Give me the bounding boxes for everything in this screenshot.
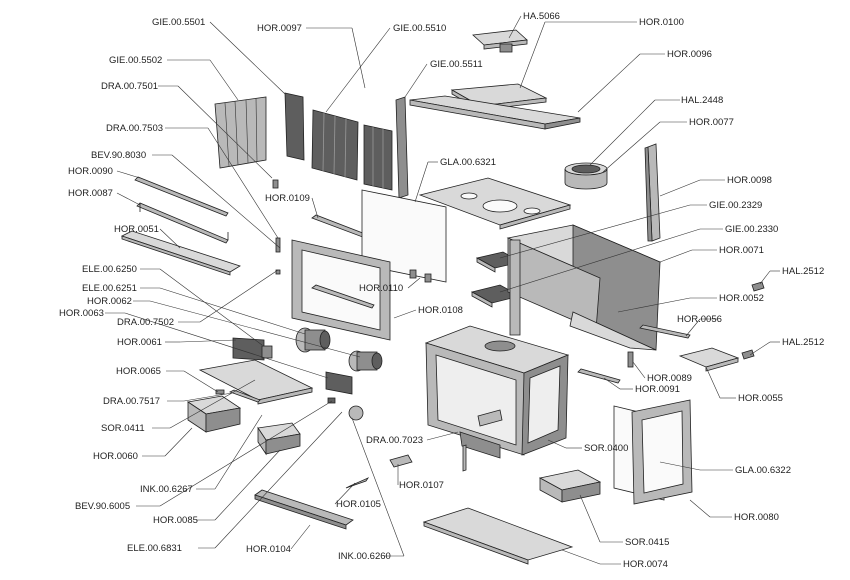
label-gie-00-5502: GIE.00.5502: [109, 55, 162, 66]
label-gie-00-2330: GIE.00.2330: [725, 224, 778, 235]
label-sor-0411: SOR.0411: [101, 423, 145, 434]
part-hor-0085: [257, 422, 301, 456]
part-hor-0087: [136, 202, 229, 244]
part-sor-0415: [538, 469, 602, 503]
part-hor-0065: [215, 389, 225, 395]
part-hor-0074: [422, 507, 574, 565]
label-hor-0063: HOR.0063: [59, 308, 104, 319]
label-gie-00-5501: GIE.00.5501: [152, 17, 205, 28]
part-gie-00-5502: [214, 96, 279, 189]
label-ele-00-6250: ELE.00.6250: [82, 264, 137, 275]
label-hor-0071: HOR.0071: [719, 245, 764, 256]
label-hal-2448: HAL.2448: [681, 95, 723, 106]
part-hal-2448: [564, 162, 608, 190]
label-gla-00-6321: GLA.00.6321: [440, 157, 496, 168]
label-dra-00-7517: DRA.00.7517: [103, 396, 160, 407]
part-gie-00-5501: [284, 92, 305, 161]
part-hor-0091: [577, 368, 621, 384]
label-dra-00-7501: DRA.00.7501: [101, 81, 158, 92]
label-hor-0085: HOR.0085: [153, 515, 198, 526]
label-gie-00-5510: GIE.00.5510: [393, 23, 446, 34]
part-hor-0051: [120, 230, 241, 276]
part-firebox: [424, 325, 570, 456]
label-hor-0051: HOR.0051: [114, 224, 159, 235]
label-hor-0087: HOR.0087: [68, 188, 113, 199]
label-hor-0110: HOR.0110: [359, 283, 403, 294]
label-hor-0077: HOR.0077: [689, 117, 734, 128]
part-ash-box: [459, 431, 501, 459]
label-hor-0104: HOR.0104: [246, 544, 291, 555]
label-hor-0080: HOR.0080: [734, 512, 779, 523]
part-top-plate: [418, 177, 572, 230]
part-ha-5066: [472, 29, 528, 53]
label-hor-0089: HOR.0089: [647, 373, 692, 384]
part-hal-2512-b: [741, 349, 755, 360]
part-hor-0062: [348, 350, 383, 372]
label-ink-00-6260: INK.00.6260: [338, 551, 391, 562]
label-dra-00-7502: DRA.00.7502: [117, 317, 174, 328]
label-sor-0415: SOR.0415: [625, 537, 669, 548]
label-hor-0060: HOR.0060: [93, 451, 138, 462]
leader-lines: [105, 15, 780, 565]
part-hor-0056: [639, 324, 691, 339]
label-dra-00-7023: DRA.00.7023: [366, 435, 423, 446]
part-ele-00-6250: [232, 337, 273, 361]
part-hor-0107: [389, 454, 413, 468]
part-hor-0105: [345, 477, 370, 489]
label-dra-00-7503: DRA.00.7503: [106, 123, 163, 134]
label-bev-90-6005: BEV.90.6005: [75, 501, 130, 512]
label-hor-0055: HOR.0055: [738, 393, 783, 404]
part-gie-00-5511: [363, 96, 409, 199]
label-ele-00-6831: ELE.00.6831: [127, 543, 182, 554]
part-hor-0055: [678, 347, 740, 372]
label-hor-0097: HOR.0097: [257, 23, 302, 34]
part-hor-0104: [254, 489, 354, 530]
label-bev-90-8030: BEV.90.8030: [91, 150, 146, 161]
part-ink-00-6260: [348, 405, 364, 421]
part-hor-0110: [291, 239, 391, 341]
part-hor-0098: [644, 143, 661, 242]
part-hor-0071: [506, 224, 662, 351]
label-hor-0061: HOR.0061: [117, 337, 162, 348]
part-hor-0080: [631, 399, 693, 505]
label-hor-0108: HOR.0108: [418, 305, 463, 316]
part-gla-00-6321: [361, 189, 447, 283]
label-hor-0105: HOR.0105: [336, 499, 381, 510]
label-hor-0098: HOR.0098: [727, 175, 772, 186]
label-hor-0100: HOR.0100: [639, 17, 684, 28]
label-ele-00-6251: ELE.00.6251: [82, 283, 137, 294]
part-hor-0063: [325, 371, 353, 395]
part-hal-2512-a: [751, 281, 765, 292]
label-hor-0062: HOR.0062: [87, 296, 132, 307]
label-hor-0109: HOR.0109: [265, 193, 310, 204]
label-hal-2512-a: HAL.2512: [782, 266, 824, 277]
label-ink-00-6267: INK.00.6267: [140, 484, 193, 495]
label-hor-0091: HOR.0091: [635, 384, 680, 395]
label-gie-00-5511: GIE.00.5511: [430, 59, 483, 70]
label-hor-0096: HOR.0096: [667, 49, 712, 60]
label-hor-0052: HOR.0052: [719, 293, 764, 304]
part-hor-0096: [409, 95, 581, 130]
label-gie-00-2329: GIE.00.2329: [709, 200, 762, 211]
label-hor-0074: HOR.0074: [623, 559, 668, 570]
part-bev-90-6005: [327, 397, 336, 404]
label-gla-00-6322: GLA.00.6322: [735, 465, 791, 476]
label-hal-2512-b: HAL.2512: [782, 337, 824, 348]
label-hor-0065: HOR.0065: [116, 366, 161, 377]
part-ele-00-6251: [295, 327, 331, 353]
part-support-leg: [462, 444, 467, 472]
part-dra-00-7517: [228, 389, 261, 403]
part-hor-0090: [134, 176, 229, 217]
label-ha-5066: HA.5066: [523, 11, 560, 22]
label-hor-0056: HOR.0056: [677, 314, 722, 325]
label-hor-0090: HOR.0090: [68, 166, 113, 177]
part-gie-00-5510: [311, 109, 359, 181]
label-sor-0400: SOR.0400: [584, 443, 628, 454]
part-hor-0060: [186, 395, 242, 433]
part-sor-0411: [198, 359, 314, 405]
part-hor-0089: [627, 351, 634, 368]
label-hor-0107: HOR.0107: [399, 480, 444, 491]
